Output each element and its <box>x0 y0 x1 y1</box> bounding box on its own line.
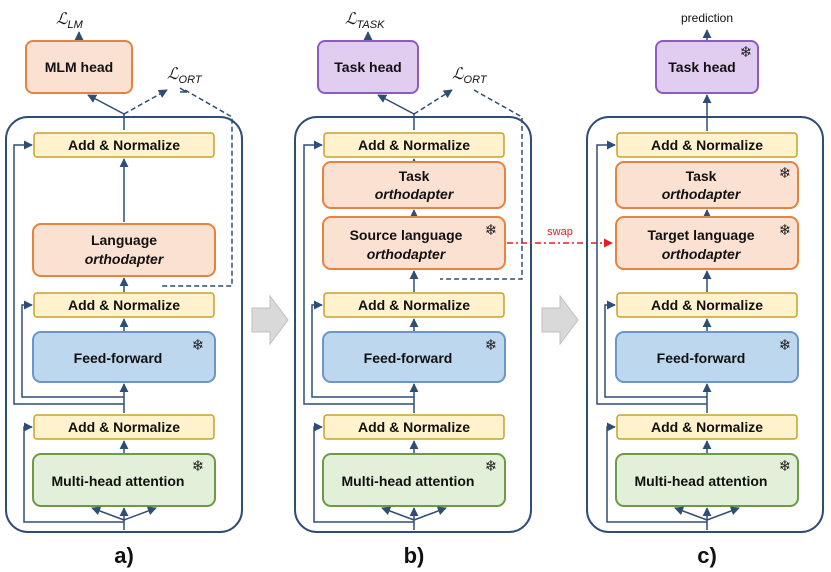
add-norm-bottom-label: Add & Normalize <box>358 419 470 435</box>
add-norm-mid-label: Add & Normalize <box>358 297 470 313</box>
panel-b: ℒTASK Task head ℒORT Add & Normalize Tas… <box>294 11 532 568</box>
add-norm-bottom <box>33 414 215 440</box>
add-norm-mid-label: Add & Normalize <box>68 297 180 313</box>
mlm-head-label: MLM head <box>45 59 113 75</box>
encoder-block <box>586 116 824 533</box>
source-language-orthodapter <box>322 216 506 270</box>
snowflake-icon: ❄ <box>485 457 498 475</box>
feed-forward <box>322 331 506 383</box>
multi-head-attention-label: Multi-head attention <box>635 473 768 489</box>
snowflake-icon: ❄ <box>192 336 205 354</box>
task-orthodapter-sub: orthodapter <box>375 186 455 202</box>
panel-b-label: b) <box>404 543 425 568</box>
language-orthodapter <box>32 223 216 277</box>
add-norm-top-label: Add & Normalize <box>68 137 180 153</box>
feed-forward-label: Feed-forward <box>364 350 453 366</box>
target-language-orthodapter-sub: orthodapter <box>662 246 742 262</box>
chevron-right-arrow <box>251 294 289 346</box>
snowflake-icon: ❄ <box>740 43 753 61</box>
feed-forward <box>615 331 799 383</box>
add-norm-mid-label: Add & Normalize <box>651 297 763 313</box>
task-orthodapter-title: Task <box>399 168 430 184</box>
prediction-output: prediction <box>681 11 733 25</box>
panel-a: ℒLM MLM head ℒORT Add & Normalize Langua… <box>5 11 243 568</box>
mlm-head <box>25 40 133 94</box>
multi-head-attention-label: Multi-head attention <box>52 473 185 489</box>
panel-a-label: a) <box>114 543 134 568</box>
loss-task: ℒTASK <box>345 11 385 31</box>
loss-ort: ℒORT <box>452 66 488 86</box>
task-orthodapter <box>615 161 799 209</box>
language-orthodapter-sub: orthodapter <box>85 251 165 267</box>
chevron-right-arrow <box>541 294 579 346</box>
target-language-orthodapter-title: Target language <box>647 227 754 243</box>
multi-head-attention <box>615 453 799 507</box>
snowflake-icon: ❄ <box>485 221 498 239</box>
snowflake-icon: ❄ <box>779 457 792 475</box>
add-norm-top-label: Add & Normalize <box>651 137 763 153</box>
panel-c-label: c) <box>697 543 717 568</box>
source-language-orthodapter-title: Source language <box>350 227 463 243</box>
task-orthodapter <box>322 161 506 209</box>
multi-head-attention-label: Multi-head attention <box>342 473 475 489</box>
add-norm-mid <box>323 292 505 318</box>
add-norm-bottom-label: Add & Normalize <box>651 419 763 435</box>
add-norm-top <box>616 132 798 158</box>
task-orthodapter-sub: orthodapter <box>662 186 742 202</box>
loss-lm: ℒLM <box>56 11 84 31</box>
encoder-block <box>294 116 532 533</box>
task-orthodapter-title: Task <box>686 168 717 184</box>
snowflake-icon: ❄ <box>192 457 205 475</box>
feed-forward <box>32 331 216 383</box>
task-head-label: Task head <box>334 59 401 75</box>
feed-forward-label: Feed-forward <box>74 350 163 366</box>
target-language-orthodapter <box>615 216 799 270</box>
task-head <box>317 40 419 94</box>
add-norm-top <box>323 132 505 158</box>
feed-forward-label: Feed-forward <box>657 350 746 366</box>
language-orthodapter-title: Language <box>91 232 157 248</box>
add-norm-top <box>33 132 215 158</box>
multi-head-attention <box>32 453 216 507</box>
loss-ort: ℒORT <box>167 66 203 86</box>
swap-label: swap <box>547 226 573 238</box>
add-norm-bottom <box>323 414 505 440</box>
task-head <box>655 40 759 94</box>
add-norm-mid <box>616 292 798 318</box>
snowflake-icon: ❄ <box>779 164 792 182</box>
add-norm-mid <box>33 292 215 318</box>
multi-head-attention <box>322 453 506 507</box>
snowflake-icon: ❄ <box>779 336 792 354</box>
add-norm-bottom-label: Add & Normalize <box>68 419 180 435</box>
add-norm-top-label: Add & Normalize <box>358 137 470 153</box>
source-language-orthodapter-sub: orthodapter <box>367 246 447 262</box>
add-norm-bottom <box>616 414 798 440</box>
snowflake-icon: ❄ <box>779 221 792 239</box>
task-head-label: Task head <box>668 59 735 75</box>
snowflake-icon: ❄ <box>485 336 498 354</box>
panel-c: prediction Task head ❄ Add & Normalize T… <box>586 11 824 568</box>
